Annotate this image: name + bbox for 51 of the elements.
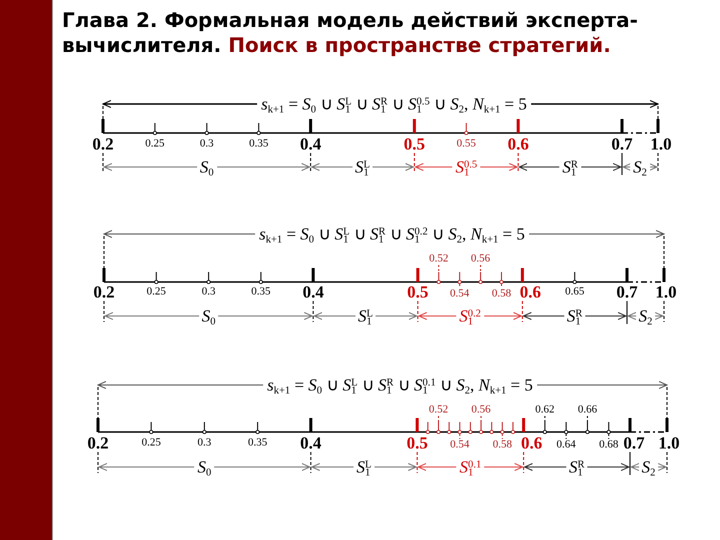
tick-label: 0.35	[249, 138, 268, 150]
tick-label: 0.55	[456, 138, 476, 150]
tick-label: 0.7	[623, 434, 645, 452]
tick-label: 0.3	[200, 138, 214, 150]
tick-label: 0.7	[616, 284, 638, 300]
slide-title: Глава 2. Формальная модель действий эксперта-вычислителя. Поиск в пространстве стратегий.	[62, 8, 639, 58]
tick-label: 0.5	[406, 434, 428, 452]
tick-label: 0.6	[520, 434, 542, 452]
segment-label: S$_{2}$	[630, 158, 650, 176]
set-formula: s$_{k+1}$ = S$_{0}$ ∪ S$_{1}$$^{L}$ ∪ S$_{1}$$^{R}$ ∪ S$_{1}$$^{0.2}$ ∪ S$_{2}$, N$_{k+1}$ = 5	[255, 226, 529, 242]
tick-label: 0.6	[508, 136, 529, 152]
tick-label: 0.6	[520, 284, 542, 300]
tick-label: 0.4	[300, 136, 322, 152]
tick-label: 0.5	[407, 284, 428, 300]
tick-label: 0.68	[599, 440, 618, 450]
tick-label: 1.0	[650, 136, 672, 152]
segment-label: S$_{2}$	[636, 308, 656, 324]
tick-label: 0.7	[611, 136, 633, 152]
tick-label: 1.0	[655, 284, 677, 300]
set-formula: s$_{k+1}$ = S$_{0}$ ∪ S$_{1}$$^{L}$ ∪ S$_{1}$$^{R}$ ∪ S$_{1}$$^{0.5}$ ∪ S$_{2}$, N$_{k+1}$ = 5	[257, 96, 531, 112]
tick-label: 0.2	[87, 434, 109, 452]
tick-label: 0.4	[300, 434, 322, 452]
tick-label: 0.65	[565, 286, 584, 298]
tick-label: 0.5	[404, 136, 426, 152]
segment-label: S$_{0}$	[196, 158, 217, 176]
tick-label: 0.58	[492, 440, 512, 450]
tick-label: 0.35	[251, 286, 271, 298]
tick-label: 0.25	[145, 138, 165, 150]
tick-label: 0.25	[142, 438, 161, 448]
tick-label: 0.2	[92, 136, 114, 152]
segment-label: S$_{0}$	[198, 308, 218, 324]
set-formula: s$_{k+1}$ = S$_{0}$ ∪ S$_{1}$$^{L}$ ∪ S$_{1}$$^{R}$ ∪ S$_{1}$$^{0.1}$ ∪ S$_{2}$, N$_{k+1}$ = 5	[263, 376, 537, 394]
tick-label: 0.66	[578, 404, 598, 416]
tick-label: 0.52	[429, 254, 448, 264]
tick-label: 0.54	[450, 440, 470, 450]
segment-label: S$_{0}$	[194, 458, 214, 476]
tick-label: 0.4	[302, 284, 324, 300]
tick-label: 1.0	[658, 434, 680, 452]
tick-label: 0.3	[198, 438, 212, 448]
tick-label: 0.52	[428, 404, 448, 416]
tick-label: 0.64	[556, 440, 576, 450]
tick-label: 0.62	[535, 404, 554, 416]
tick-label: 0.25	[146, 286, 166, 298]
tick-label: 0.2	[93, 284, 115, 300]
tick-label: 0.3	[202, 286, 216, 298]
tick-label: 0.56	[470, 254, 490, 264]
segment-label: S$_{2}$	[638, 458, 658, 476]
tick-label: 0.58	[492, 288, 512, 300]
tick-label: 0.35	[248, 438, 268, 448]
tick-label: 0.54	[450, 288, 470, 300]
tick-label: 0.56	[471, 404, 491, 416]
